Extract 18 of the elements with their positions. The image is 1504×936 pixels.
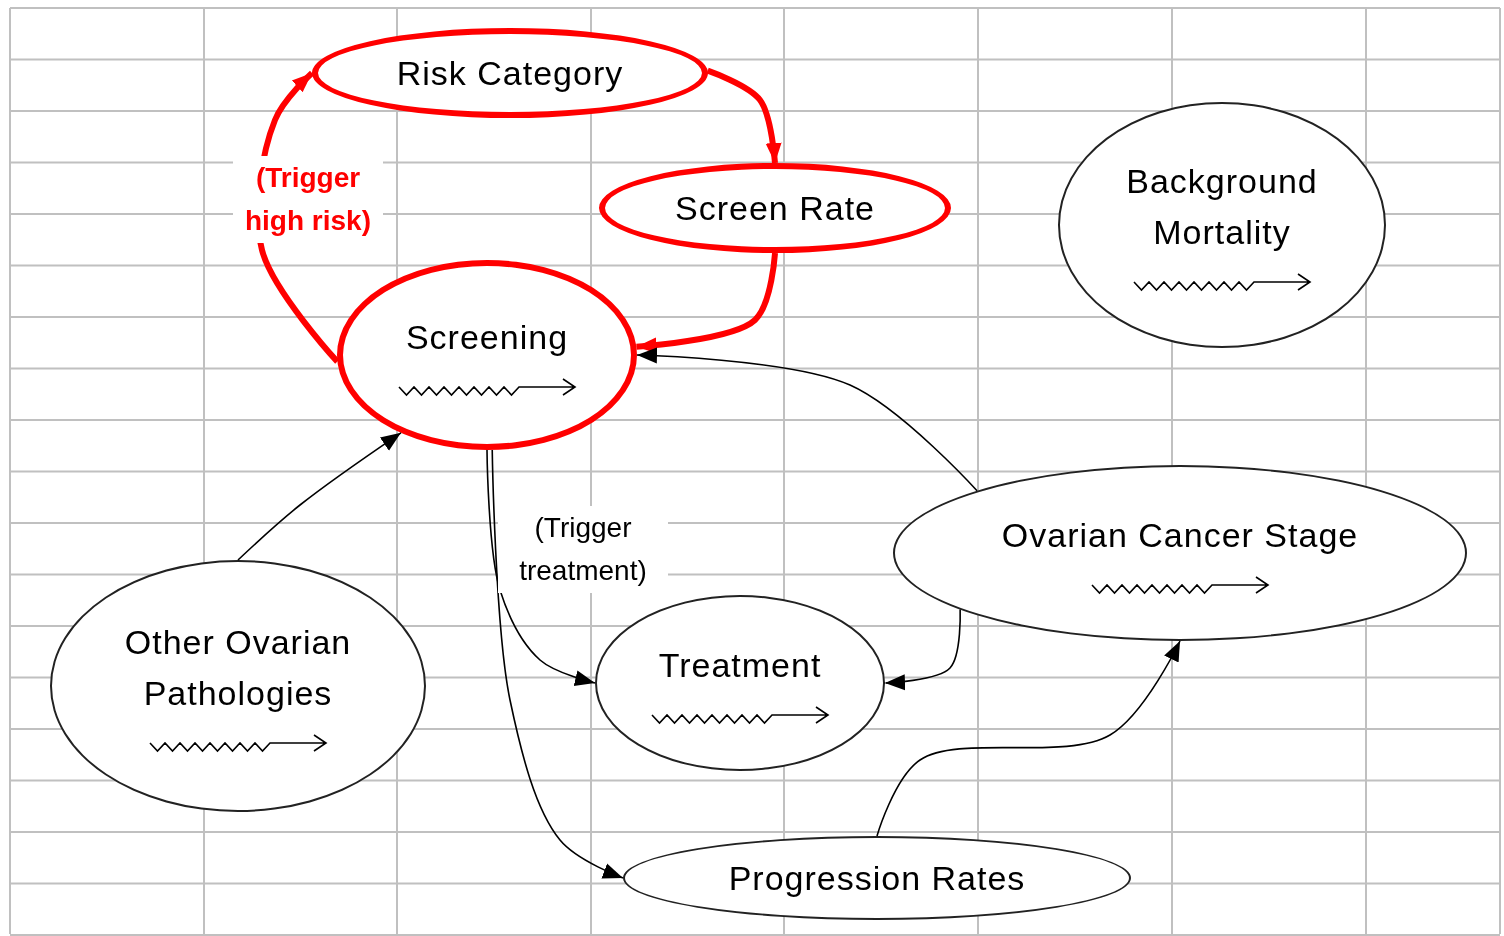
node-label: Screening	[405, 316, 569, 358]
node-label: Screen Rate	[675, 187, 875, 229]
arrow	[706, 67, 782, 164]
node-label: Risk Category	[396, 52, 624, 94]
arrow	[636, 347, 978, 492]
arrow	[486, 449, 596, 686]
arrow	[884, 608, 961, 691]
edge-label: (Trigger treatment)	[498, 506, 668, 593]
edge-label: (Trigger high risk)	[233, 156, 383, 243]
arrow	[491, 449, 624, 879]
arrow	[237, 432, 402, 561]
arrow	[636, 252, 778, 354]
node-label: Progression Rates	[728, 857, 1026, 899]
arrow	[876, 640, 1181, 837]
node-label: Other Ovarian Pathologies	[123, 622, 353, 714]
node-label: Background Mortality	[1125, 161, 1319, 253]
node-label: Ovarian Cancer Stage	[1001, 514, 1359, 556]
node-label: Treatment	[658, 644, 822, 686]
